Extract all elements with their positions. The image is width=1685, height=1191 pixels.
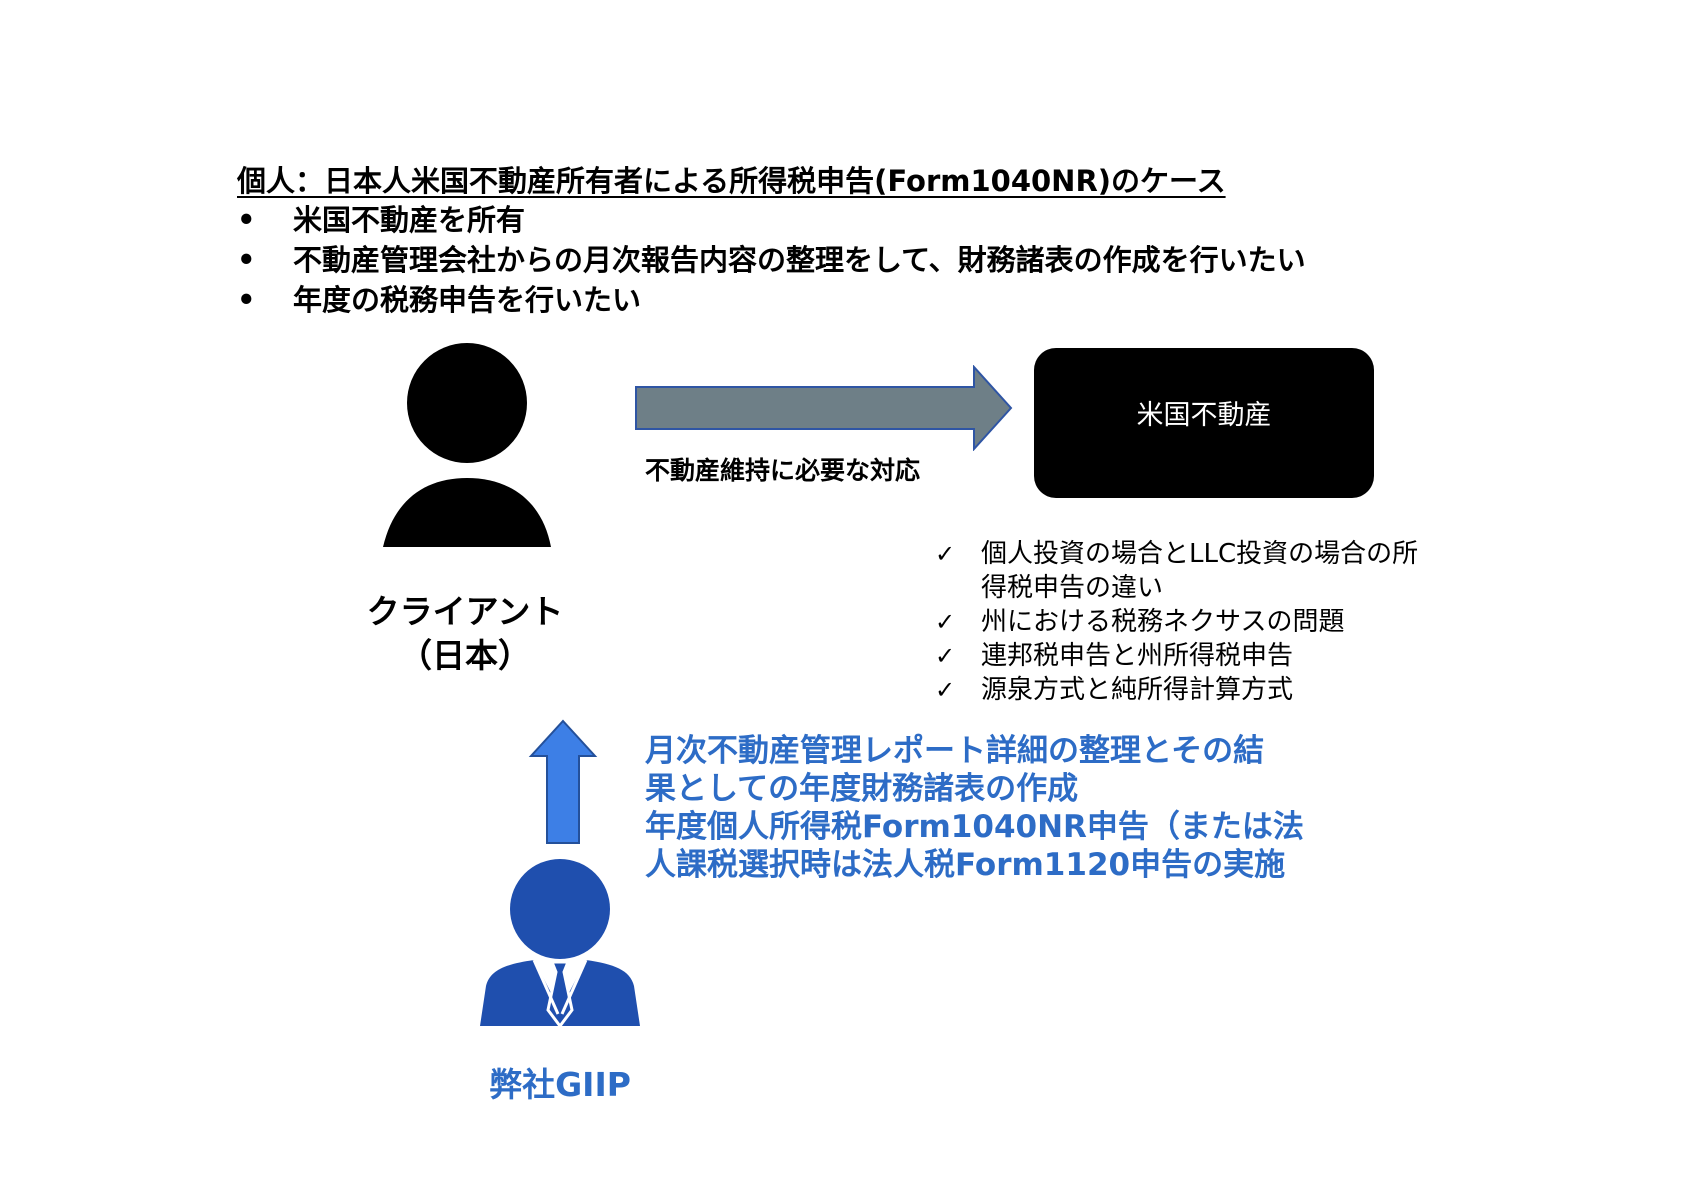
list-item-text: 米国不動産を所有	[293, 203, 526, 237]
service-line: 年度個人所得税Form1040NR申告（または法	[645, 809, 1304, 845]
checkmark-icon: ✓	[935, 642, 956, 670]
service-line: 人課税選択時は法人税Form1120申告の実施	[645, 847, 1286, 883]
arrow-label: 不動産維持に必要な対応	[645, 456, 921, 485]
bullet-symbol: •	[237, 283, 256, 317]
page-title: 個人：日本人米国不動産所有者による所得税申告(Form1040NR)のケース	[237, 164, 1226, 198]
check-item: ✓ 個人投資の場合とLLC投資の場合の所得税申告の違い	[935, 537, 1441, 605]
list-item-text: 年度の税務申告を行いたい	[293, 283, 642, 317]
client-label: クライアント （日本）	[300, 590, 630, 678]
check-item: ✓ 州における税務ネクサスの問題	[935, 605, 1441, 639]
check-item: ✓ 源泉方式と純所得計算方式	[935, 673, 1441, 707]
property-box-label: 米国不動産	[1136, 399, 1272, 431]
giip-label: 弊社GIIP	[489, 1065, 631, 1104]
service-line: 果としての年度財務諸表の作成	[645, 771, 1079, 807]
client-name: クライアント	[366, 592, 564, 631]
check-item-text: 個人投資の場合とLLC投資の場合の所得税申告の違い	[981, 539, 1419, 603]
giip-services-text: 月次不動産管理レポート詳細の整理とその結 果としての年度財務諸表の作成 年度個人…	[645, 732, 1325, 884]
list-item: • 年度の税務申告を行いたい	[237, 280, 1306, 320]
up-arrow-icon	[528, 719, 598, 844]
issues-checklist: ✓ 個人投資の場合とLLC投資の場合の所得税申告の違い ✓ 州における税務ネクサスの…	[935, 537, 1441, 707]
checkmark-icon: ✓	[935, 540, 956, 568]
property-box: 米国不動産	[1034, 348, 1374, 498]
bullet-symbol: •	[237, 203, 256, 237]
giip-businessperson-icon	[480, 859, 640, 1028]
list-item: • 米国不動産を所有	[237, 200, 1306, 240]
right-arrow-icon	[635, 365, 1013, 451]
service-line: 月次不動産管理レポート詳細の整理とその結	[645, 733, 1265, 769]
list-item-text: 不動産管理会社からの月次報告内容の整理をして、財務諸表の作成を行いたい	[293, 243, 1306, 277]
bullet-symbol: •	[237, 243, 256, 277]
client-person-icon	[383, 343, 551, 547]
check-item-text: 連邦税申告と州所得税申告	[981, 641, 1294, 671]
check-item-text: 源泉方式と純所得計算方式	[981, 675, 1294, 705]
checkmark-icon: ✓	[935, 608, 956, 636]
checkmark-icon: ✓	[935, 676, 956, 704]
check-item: ✓ 連邦税申告と州所得税申告	[935, 639, 1441, 673]
list-item: • 不動産管理会社からの月次報告内容の整理をして、財務諸表の作成を行いたい	[237, 240, 1306, 280]
client-country: （日本）	[399, 636, 531, 675]
check-item-text: 州における税務ネクサスの問題	[981, 607, 1345, 637]
requirements-list: • 米国不動産を所有 • 不動産管理会社からの月次報告内容の整理をして、財務諸表の作…	[237, 200, 1306, 320]
